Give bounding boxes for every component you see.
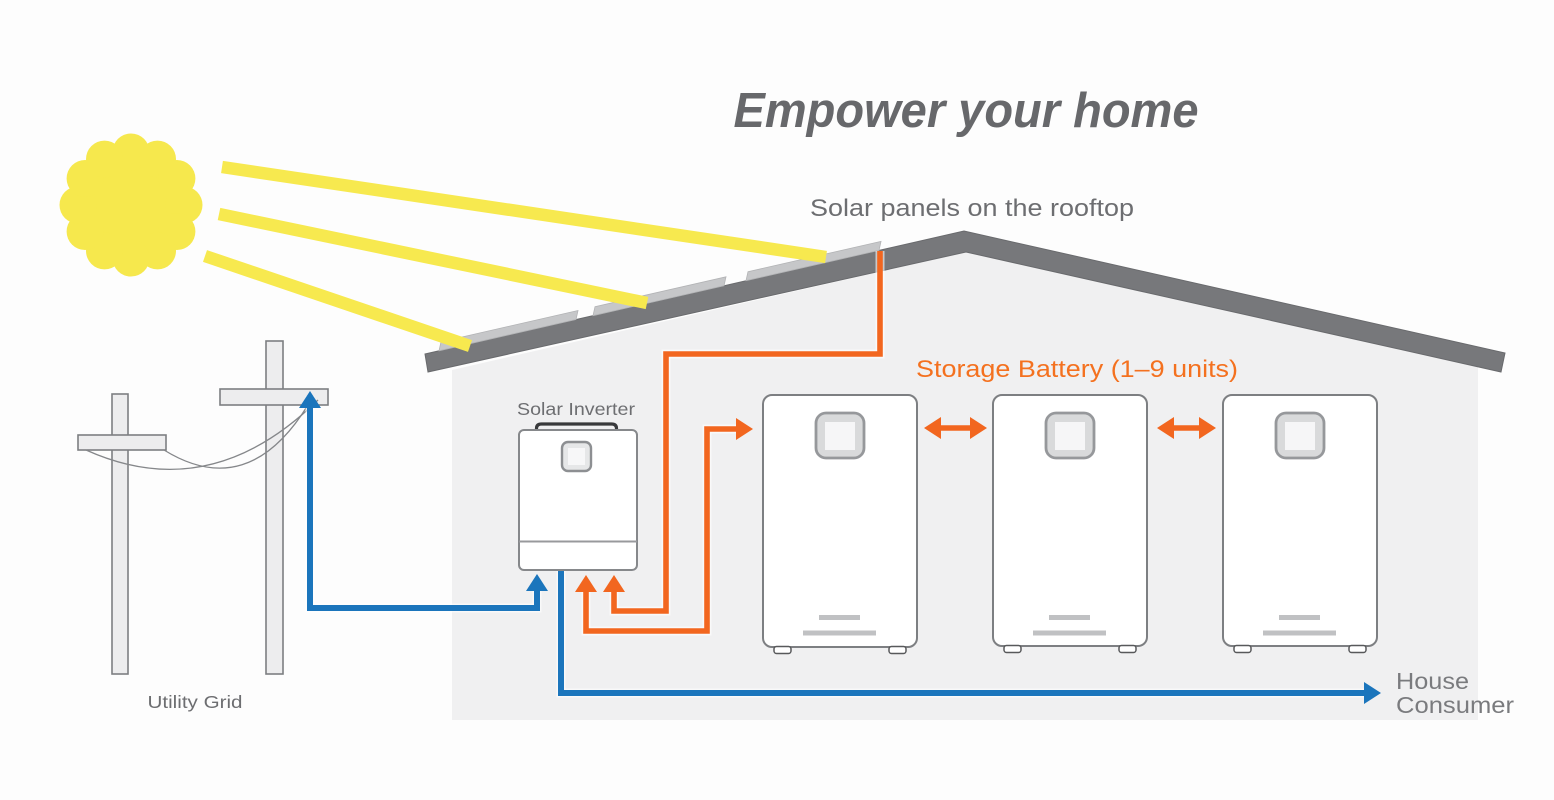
svg-text:Empower your home: Empower your home [734, 84, 1199, 138]
svg-text:Storage Battery (1–9 units): Storage Battery (1–9 units) [916, 356, 1238, 383]
svg-text:House: House [1396, 668, 1469, 694]
svg-text:Solar panels on the rooftop: Solar panels on the rooftop [810, 195, 1134, 222]
svg-text:Solar Inverter: Solar Inverter [517, 399, 635, 419]
svg-text:Consumer: Consumer [1396, 692, 1514, 718]
svg-text:Utility Grid: Utility Grid [148, 692, 243, 712]
